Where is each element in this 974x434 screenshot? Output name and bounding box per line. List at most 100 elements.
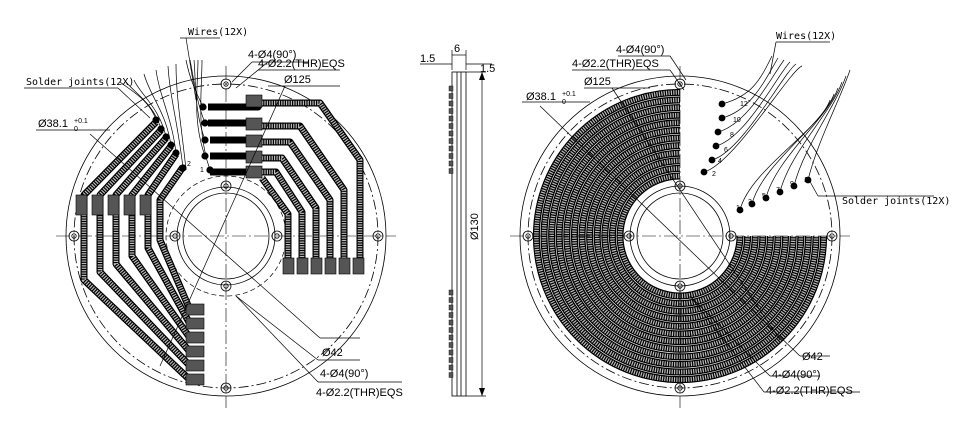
right-ring-number: 1 — [736, 205, 740, 212]
right-ring-number: 2 — [712, 171, 716, 178]
side-ring-tabs — [448, 85, 454, 378]
right-ring-number: 5 — [762, 193, 766, 200]
left-hole-label-bottom: 4-Ø4(90°) — [320, 368, 368, 380]
left-hole — [220, 180, 232, 192]
left-thread-label-bottom: 4-Ø2.2(THR)EQS — [316, 387, 403, 399]
left-right-traces — [208, 98, 364, 262]
wire — [711, 63, 797, 161]
right-thread-label-top: 4-Ø2.2(THR)EQS — [572, 58, 659, 70]
left-hole — [220, 280, 232, 292]
side-ring-tab — [448, 168, 454, 174]
left-hole — [220, 382, 232, 394]
side-ring-tab — [448, 334, 454, 341]
right-wires — [703, 55, 851, 211]
wire — [751, 93, 835, 205]
left-top-pads — [245, 94, 263, 179]
right-inner-dia: Ø42 — [802, 351, 823, 363]
right-outer-dia: Ø125 — [584, 76, 611, 88]
left-hole — [220, 78, 232, 90]
wire — [793, 75, 847, 187]
left-hole-label-top: 4-Ø4(90°) — [248, 49, 296, 61]
side-ring-tab — [448, 372, 454, 378]
side-ring-tab — [448, 364, 454, 371]
left-ring-number: 1 — [200, 167, 204, 174]
wire — [715, 61, 791, 147]
side-offset-left: 1.5 — [420, 53, 435, 65]
left-mounting-holes — [68, 78, 384, 394]
side-ring-tab — [448, 100, 454, 107]
side-width-total: 6 — [454, 43, 460, 55]
side-ring-tab — [448, 93, 454, 99]
side-ring-tab — [448, 123, 454, 129]
wire — [717, 59, 785, 133]
left-leaders — [24, 37, 402, 383]
right-slip-rings — [532, 88, 828, 384]
right-ring-number: 3 — [748, 199, 752, 206]
right-solder-joints — [700, 100, 812, 214]
left-outer-dia: Ø125 — [284, 74, 311, 86]
left-thread-label-top: 4-Ø2.2(THR)EQS — [258, 58, 345, 70]
slip-ring-track — [601, 157, 759, 315]
right-solder-label: Solder joints(12X) — [842, 196, 950, 207]
left-hole — [271, 230, 283, 242]
right-ring-number: 11 — [804, 177, 811, 184]
left-bottom-pads — [282, 257, 365, 275]
side-ring-tab — [448, 115, 454, 122]
wire — [765, 87, 839, 199]
right-hole-label-top: 4-Ø4(90°) — [616, 44, 664, 56]
side-section-view: 6 1.5 1.5 Ø130 — [420, 43, 495, 397]
right-thread-label-bottom: 4-Ø2.2(THR)EQS — [766, 385, 853, 397]
side-ring-tab — [448, 108, 454, 114]
wire — [721, 55, 773, 105]
left-wires — [119, 59, 211, 171]
side-ring-tab — [448, 327, 454, 333]
right-leaders — [522, 41, 934, 393]
left-bore-tol-lower: 0 — [74, 126, 78, 133]
side-ring-tab — [448, 145, 454, 152]
side-ring-tab — [448, 130, 454, 137]
right-ring-number: 8 — [730, 132, 734, 139]
left-solder-joints — [152, 103, 214, 174]
side-body — [451, 71, 467, 397]
right-ring-number: 10 — [733, 117, 741, 124]
side-ring-tab — [448, 319, 454, 326]
right-ring-number: 7 — [776, 187, 780, 194]
side-ring-tab — [448, 153, 454, 159]
left-hole — [169, 230, 181, 242]
left-hole — [68, 230, 80, 242]
left-ring-view: Wires(12X) Solder joints(12X) 4-Ø4(90°) … — [24, 27, 403, 408]
side-ring-tab — [448, 160, 454, 167]
left-solder-label: Solder joints(12X) — [26, 77, 134, 88]
wire — [807, 69, 851, 181]
left-left-pads — [75, 194, 205, 386]
wire — [703, 65, 803, 173]
side-ring-tab — [448, 357, 454, 363]
left-hole — [372, 230, 384, 242]
right-ring-number: 4 — [718, 158, 722, 165]
right-bore-tol-upper: +0.1 — [562, 91, 576, 98]
side-ring-tab — [448, 138, 454, 144]
slip-ring-track — [616, 172, 744, 300]
side-diameter: Ø130 — [469, 213, 481, 240]
side-ring-tab — [448, 304, 454, 311]
side-ring-tab — [448, 289, 454, 296]
right-ring-numbers: 12 10 8 6 4 2 1 3 5 7 9 11 — [712, 101, 811, 212]
side-ring-tab — [448, 349, 454, 356]
right-mounting-holes — [522, 78, 838, 394]
right-ring-number: 12 — [740, 101, 748, 108]
wire — [721, 57, 779, 119]
left-inner-dia: Ø42 — [322, 347, 343, 359]
left-left-traces — [80, 119, 194, 383]
right-ring-number: 9 — [790, 181, 794, 188]
side-ring-tab — [448, 297, 454, 303]
right-bore-dia: Ø38.1 — [526, 91, 556, 103]
wire — [779, 81, 843, 193]
right-wires-label: Wires(12X) — [776, 31, 836, 42]
left-bore-tol-upper: +0.1 — [74, 118, 88, 125]
left-bore-dia: Ø38.1 — [38, 118, 68, 130]
right-hole-label-bottom: 4-Ø4(90°) — [772, 369, 820, 381]
side-ring-tab — [448, 312, 454, 318]
right-ring-number: 6 — [724, 147, 728, 154]
left-wires-label: Wires(12X) — [188, 27, 248, 38]
